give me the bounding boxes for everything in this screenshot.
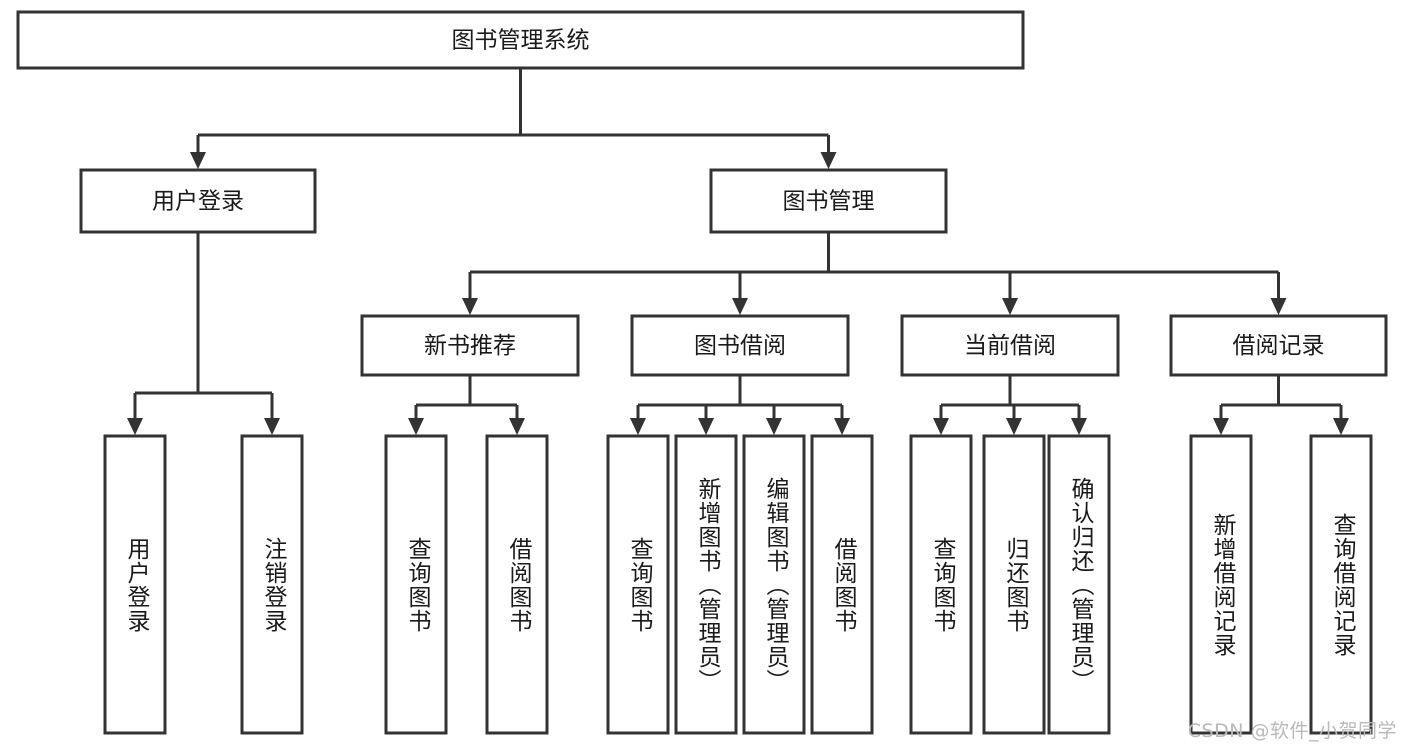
arrow-head-l2-current-borrow (1002, 298, 1018, 315)
node-l3-return-book[interactable] (982, 434, 1046, 735)
node-box-root[interactable] (16, 10, 1025, 70)
node-l2-new-book-rec[interactable]: 新书推荐 (360, 314, 580, 377)
connector-layer (127, 68, 1349, 435)
watermark-text: CSDN @软件_小贺同学 (1187, 720, 1397, 742)
node-l3-borrow-book-b[interactable] (810, 434, 874, 735)
node-label-l2-borrow-record: 借阅记录 (1233, 333, 1325, 359)
node-box-l3-query-book-b[interactable] (606, 434, 670, 735)
arrow-head-l3-user-login (127, 418, 143, 435)
node-l2-borrow-record[interactable]: 借阅记录 (1169, 314, 1388, 377)
node-box-l3-logout-login[interactable] (240, 434, 304, 735)
node-box-l2-borrow-record[interactable] (1169, 314, 1388, 377)
arrow-head-l3-add-record (1213, 418, 1229, 435)
node-box-l3-user-login[interactable] (103, 434, 167, 735)
node-box-l3-query-book-c[interactable] (909, 434, 973, 735)
node-box-l3-query-book-a[interactable] (384, 434, 448, 735)
node-label-l2-current-borrow: 当前借阅 (964, 333, 1056, 359)
arrow-head-l3-add-book (698, 418, 714, 435)
node-label-l1-user-login: 用户登录 (152, 189, 244, 215)
node-l3-query-book-a[interactable] (384, 434, 448, 735)
node-box-l3-add-record[interactable] (1189, 434, 1253, 735)
node-box-l2-book-borrow[interactable] (630, 314, 850, 377)
node-box-l1-book-mgmt[interactable] (709, 168, 948, 234)
node-l3-user-login[interactable] (103, 434, 167, 735)
arrow-head-l2-borrow-record (1270, 298, 1287, 315)
node-l1-book-mgmt[interactable]: 图书管理 (709, 168, 948, 234)
node-box-l2-current-borrow[interactable] (900, 314, 1120, 377)
node-box-l3-return-book[interactable] (982, 434, 1046, 735)
node-l3-query-record[interactable] (1309, 434, 1373, 735)
node-l3-add-book[interactable] (674, 434, 738, 735)
node-l3-confirm-return[interactable] (1047, 434, 1111, 735)
arrow-head-l1-book-mgmt (820, 152, 837, 169)
arrow-head-l3-borrow-book-a (509, 418, 525, 435)
arrow-head-l2-book-borrow (732, 298, 748, 315)
arrow-head-l3-query-book-b (630, 418, 646, 435)
node-box-l3-borrow-book-a[interactable] (485, 434, 549, 735)
node-box-l3-edit-book[interactable] (742, 434, 806, 735)
arrow-head-l3-edit-book (766, 418, 782, 435)
arrow-head-l3-query-book-c (933, 418, 949, 435)
node-root[interactable]: 图书管理系统 (16, 10, 1025, 70)
node-l1-user-login[interactable]: 用户登录 (79, 168, 317, 234)
node-l3-query-book-c[interactable] (909, 434, 973, 735)
arrow-head-l3-query-book-a (408, 418, 424, 435)
node-l2-current-borrow[interactable]: 当前借阅 (900, 314, 1120, 377)
node-label-l2-book-borrow: 图书借阅 (694, 333, 786, 359)
node-l3-query-book-b[interactable] (606, 434, 670, 735)
arrow-head-l3-borrow-book-b (834, 418, 850, 435)
node-box-l1-user-login[interactable] (79, 168, 317, 234)
node-l3-borrow-book-a[interactable] (485, 434, 549, 735)
arrow-head-l3-query-record (1333, 418, 1349, 435)
node-box-l3-confirm-return[interactable] (1047, 434, 1111, 735)
node-label-l1-book-mgmt: 图书管理 (783, 189, 875, 215)
node-l3-add-record[interactable] (1189, 434, 1253, 735)
node-box-l3-borrow-book-b[interactable] (810, 434, 874, 735)
arrow-head-l2-new-book-rec (462, 298, 478, 315)
arrow-head-l1-user-login (190, 152, 206, 169)
node-l3-edit-book[interactable] (742, 434, 806, 735)
node-box-l3-query-record[interactable] (1309, 434, 1373, 735)
arrow-head-l3-return-book (1006, 418, 1022, 435)
node-label-root: 图书管理系统 (452, 28, 590, 54)
node-box-l3-add-book[interactable] (674, 434, 738, 735)
arrow-head-l3-confirm-return (1071, 418, 1087, 435)
node-l2-book-borrow[interactable]: 图书借阅 (630, 314, 850, 377)
node-box-l2-new-book-rec[interactable] (360, 314, 580, 377)
arrow-head-l3-logout-login (264, 418, 280, 435)
node-l3-logout-login[interactable] (240, 434, 304, 735)
node-label-l2-new-book-rec: 新书推荐 (424, 333, 516, 359)
